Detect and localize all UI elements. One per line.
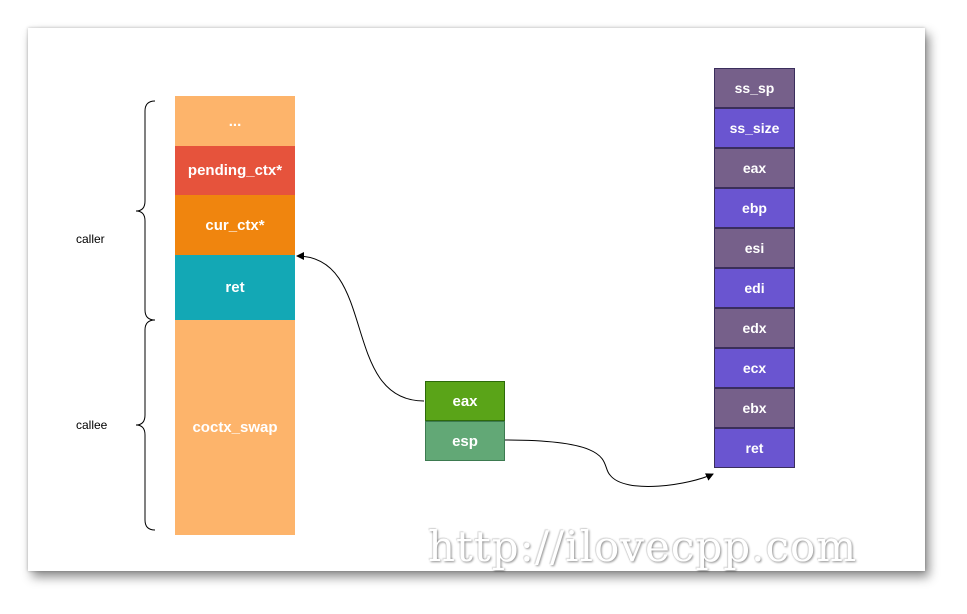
stack-cell-label: ... [228,112,242,130]
stack-cell-coctx-swap: coctx_swap [175,320,295,535]
callee-brace [135,319,156,531]
register-label: esp [452,432,478,450]
callee-label: callee [76,418,108,432]
esp-register-box: esp [425,421,505,461]
regs-cell-ss-sp: ss_sp [714,68,795,108]
regs-cell-label: ecx [742,360,767,376]
regs-cell-label: edx [742,320,767,336]
regs-cell-label: ss_sp [734,80,775,96]
regs-cell-label: ss_size [729,120,780,136]
regs-cell-eax: eax [714,148,795,188]
regs-cell-edx: edx [714,308,795,348]
regs-cell-label: ebp [742,200,767,216]
stack-cell-label: pending_ctx* [187,162,283,179]
eax-register-box: eax [425,381,505,421]
stack-cell-label: ret [225,279,245,296]
stack-cell-cur-ctx: cur_ctx* [175,195,295,255]
regs-cell-ebp: ebp [714,188,795,228]
watermark-text: http://ilovecpp.com [428,522,858,571]
eax-to-ret-arrow [296,252,425,402]
stack-cell-label: cur_ctx* [205,216,265,234]
regs-cell-edi: edi [714,268,795,308]
regs-cell-esi: esi [714,228,795,268]
esp-to-regs-arrow [504,439,714,487]
stack-cell-label: coctx_swap [192,419,278,436]
regs-cell-label: ebx [742,400,767,416]
regs-cell-ecx: ecx [714,348,795,388]
stack-cell-pending-ctx: pending_ctx* [175,146,295,195]
caller-label: caller [76,232,105,246]
regs-cell-label: esi [744,240,765,256]
register-label: eax [452,392,478,410]
regs-cell-label: edi [744,280,765,296]
stack-cell-ellipsis: ... [175,96,295,146]
regs-cell-label: ret [745,440,764,456]
regs-cell-ss-size: ss_size [714,108,795,148]
caller-brace [135,100,156,321]
stack-cell-ret: ret [175,255,295,320]
regs-cell-ret: ret [714,428,795,468]
regs-cell-label: eax [742,160,767,176]
regs-cell-ebx: ebx [714,388,795,428]
